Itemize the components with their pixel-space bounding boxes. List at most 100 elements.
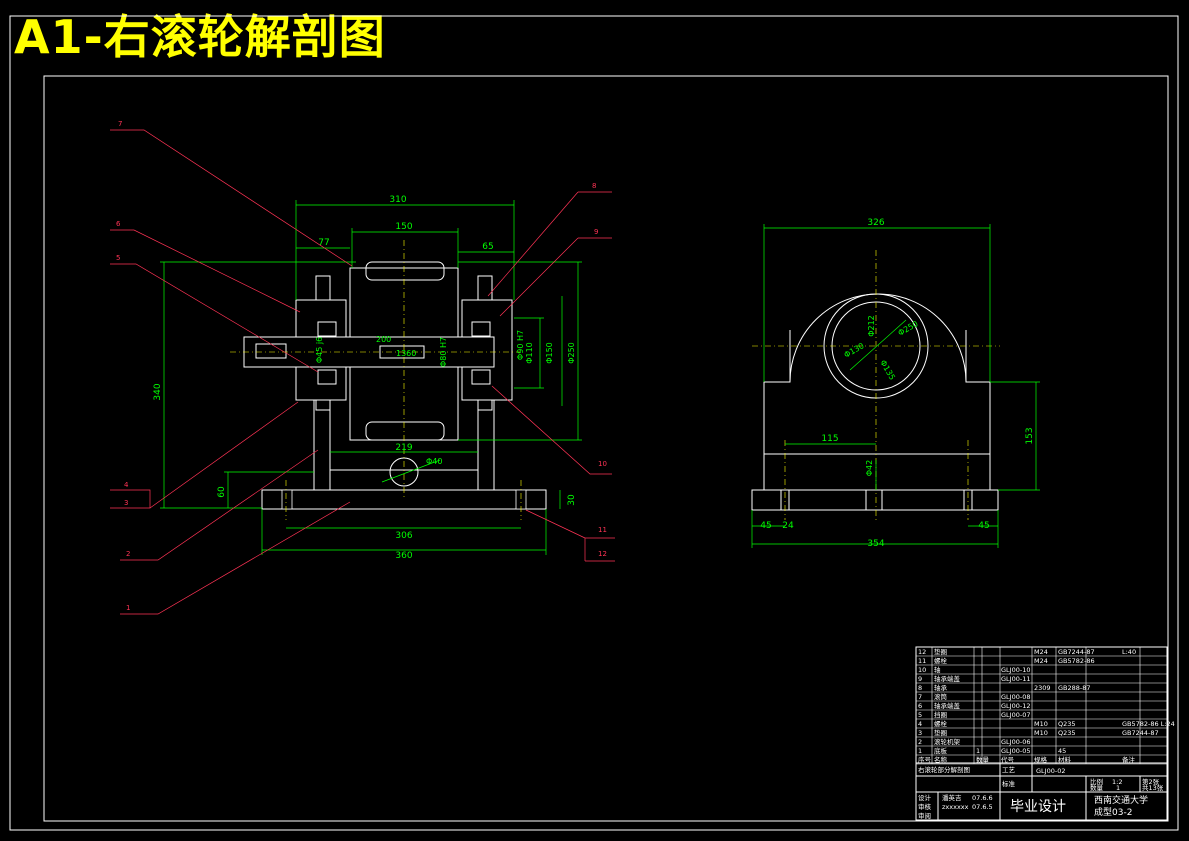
tb-cell-note: L:40	[1122, 648, 1136, 656]
dim-right-offset: 65	[482, 242, 493, 252]
side-dim-right-45: 45	[978, 521, 989, 531]
tb-cell-drawing: GLJ00-05	[1001, 747, 1030, 755]
dim-dia-110: Φ110	[525, 342, 534, 364]
tb-cell-material: Q235	[1058, 729, 1076, 737]
tb-cell-name: 螺栓	[934, 719, 948, 728]
tb-date1: 07.6.6	[972, 794, 993, 802]
part-no-10: 10	[598, 460, 607, 468]
tb-cell-drawing: GLJ00-07	[1001, 711, 1030, 719]
tb-cell-no: 3	[918, 729, 922, 737]
dim-base-width: 360	[395, 551, 412, 561]
side-dim-total-354: 354	[867, 539, 884, 549]
dim-base-thick: 30	[567, 494, 577, 506]
tb-cell-no: 11	[918, 657, 926, 665]
roller-tread-top	[365, 261, 445, 281]
tb-cell-note: GB7244-87	[1122, 729, 1159, 737]
tb-cell-no: 7	[918, 693, 922, 701]
tb-cell-no: 4	[918, 720, 922, 728]
frame-left	[313, 399, 331, 491]
tb-cell-name: 垫圈	[934, 647, 947, 656]
side-dim-left-45: 45	[760, 521, 771, 531]
tb-cell-drawing: GLJ00-11	[1001, 675, 1030, 683]
front-section-view: 310 150 77 65 340 60 30 306 360 219 Φ40 …	[110, 120, 615, 615]
part-no-6: 6	[116, 220, 121, 228]
tb-cell-no: 9	[918, 675, 922, 683]
tb-cell-spec: 规格	[1034, 755, 1048, 764]
dim-key: 1360	[396, 349, 416, 358]
side-dim-center-115: 115	[821, 434, 838, 444]
tb-cell-material: 材料	[1058, 755, 1072, 764]
tb-cell-material: Q235	[1058, 720, 1076, 728]
tb-scale: 1:2	[1112, 778, 1122, 786]
tb-cell-drawing: GLJ00-12	[1001, 702, 1030, 710]
tb-cell-name: 轴	[934, 665, 941, 674]
tb-total-label: 共13张	[1142, 783, 1164, 792]
inner-frame	[43, 75, 1169, 822]
tb-cell-name: 垫圈	[934, 728, 947, 737]
part-no-12: 12	[598, 550, 607, 558]
tb-assembly-name: 右滚轮部分解剖图	[918, 765, 970, 774]
tb-design-label: 设计	[918, 793, 932, 802]
side-dim-height-153: 153	[1025, 427, 1035, 444]
dim-roller-width: 150	[395, 222, 412, 232]
tb-cell-no: 10	[918, 666, 926, 674]
part-no-5: 5	[116, 254, 120, 262]
part-no-4: 4	[124, 481, 129, 489]
side-dim-overall-width: 326	[867, 218, 884, 228]
tb-cell-spec: M24	[1034, 648, 1048, 656]
tb-sheet-label: 第2张	[1142, 777, 1160, 786]
part-no-3: 3	[124, 499, 128, 507]
tb-cell-name: 挡圈	[934, 710, 947, 719]
tb-cell-no: 1	[918, 747, 922, 755]
side-dim-dia-135: Φ135	[878, 359, 897, 382]
tb-cell-material: GB5782-86	[1058, 657, 1095, 665]
tb-cell-note: GB5782-86 L:24	[1122, 720, 1175, 728]
tb-cell-drawing: 代号	[1001, 755, 1015, 764]
tb-cell-name: 螺栓	[934, 656, 948, 665]
tb-cell-spec: M10	[1034, 729, 1048, 737]
tb-cell-name: 轴承端盖	[934, 701, 961, 710]
dim-dia-250: Φ250	[567, 342, 576, 364]
dim-left-offset: 77	[318, 238, 329, 248]
tb-cell-name: 滚轮机架	[934, 737, 961, 746]
tb-cell-drawing: GLJ00-08	[1001, 693, 1030, 701]
roller-tread-bottom	[365, 421, 445, 441]
tb-cell-material: GB7244-87	[1058, 648, 1095, 656]
tb-cell-no: 序号	[918, 755, 932, 764]
dim-height: 340	[153, 383, 163, 400]
tb-date2: 07.6.5	[972, 803, 993, 811]
tb-checker: zxxxxxx	[942, 803, 969, 811]
tb-qty-label: 数量	[1090, 783, 1104, 792]
side-dim-left-24: 24	[782, 521, 794, 531]
tb-cell-name: 滚筒	[934, 692, 948, 701]
tb-drawing-no: GLJ00-02	[1036, 767, 1065, 775]
part-no-2: 2	[126, 550, 130, 558]
title-block: 右滚轮部分解剖图 工艺 GLJ00-02 标准 比例 1:2 第2张 数量 1 …	[915, 646, 1168, 821]
tb-project: 毕业设计	[1010, 799, 1066, 815]
dim-bolt-span: 306	[395, 531, 412, 541]
tb-cell-no: 6	[918, 702, 922, 710]
tb-cell-no: 12	[918, 648, 926, 656]
drawing-title: A1-右滚轮解剖图	[14, 10, 386, 64]
tb-approve-label: 审阅	[918, 811, 931, 820]
tb-cell-spec: M10	[1034, 720, 1048, 728]
tb-cell-no: 2	[918, 738, 922, 746]
tb-cell-name: 名称	[934, 755, 948, 764]
tb-cell-qty: 数量	[976, 755, 990, 764]
tb-cell-no: 5	[918, 711, 922, 719]
tb-cell-drawing: GLJ00-10	[1001, 666, 1030, 674]
tb-std-label: 标准	[1002, 779, 1016, 788]
tb-school: 西南交通大学	[1094, 794, 1148, 806]
tb-cell-no: 8	[918, 684, 922, 692]
dim-dia-150: Φ150	[545, 342, 554, 364]
side-view: 326 Φ212 Φ250 Φ130 Φ135 115 153 Φ42 45 2…	[751, 218, 1040, 549]
outer-frame	[9, 15, 1179, 831]
side-dim-dia-130: Φ130	[843, 341, 866, 360]
dim-dia-80: Φ80 H7	[439, 337, 448, 367]
dim-base-height: 60	[217, 486, 227, 498]
dim-dia-h7: Φ90 H7	[516, 330, 525, 360]
part-no-11: 11	[598, 526, 607, 534]
side-dim-dia-250: Φ250	[897, 319, 920, 338]
tb-qty: 1	[1116, 784, 1120, 792]
